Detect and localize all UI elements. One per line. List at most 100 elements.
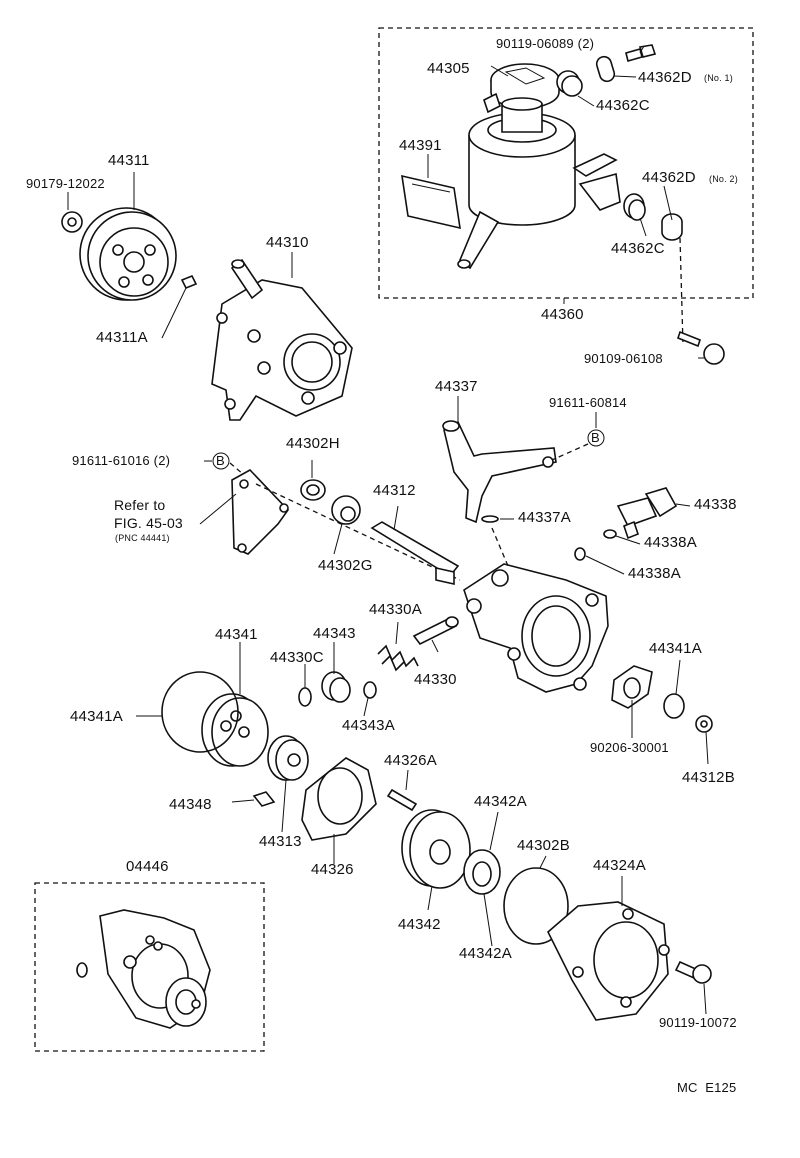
vane — [252, 791, 276, 807]
spring-44330a — [377, 644, 419, 672]
label-44302g: 44302G — [318, 557, 373, 574]
refer-to-text: Refer to — [114, 497, 166, 513]
label-44338: 44338 — [694, 496, 737, 513]
label-44330a: 44330A — [369, 601, 422, 618]
bolt-90119-10072 — [674, 960, 712, 984]
bearing-44302g — [331, 495, 361, 525]
pulley — [79, 207, 177, 301]
bolt-90119-06089 — [625, 44, 657, 62]
grommet-44362d-no2 — [661, 213, 683, 241]
woodruff-key — [180, 274, 198, 290]
pump-assembly — [211, 258, 353, 421]
label-44341a-left: 44341A — [70, 708, 123, 725]
label-44342a-upper: 44342A — [474, 793, 527, 810]
reservoir-body — [457, 92, 621, 270]
mark-b-left — [212, 452, 230, 470]
gasket-kit-parts — [76, 909, 211, 1029]
label-44324a: 44324A — [593, 857, 646, 874]
label-44342: 44342 — [398, 916, 441, 933]
shaft — [370, 521, 460, 585]
bracket — [231, 468, 290, 555]
label-44312b: 44312B — [682, 769, 735, 786]
mark-b-right-text: B — [591, 430, 600, 445]
label-44391: 44391 — [399, 137, 442, 154]
rotor-plate-44341 — [201, 693, 269, 767]
label-44341: 44341 — [215, 626, 258, 643]
mark-b-left-text: B — [216, 453, 225, 468]
label-44312: 44312 — [373, 482, 416, 499]
nut-44312b — [695, 715, 713, 733]
label-44362c-upper: 44362C — [596, 97, 650, 114]
refer-fig-text: FIG. 45-03 — [114, 515, 183, 531]
oring-44338a-upper — [603, 529, 617, 539]
label-44362c-lower: 44362C — [611, 240, 665, 257]
bolt-90109-06108 — [677, 330, 725, 365]
plug-44343 — [321, 671, 351, 703]
grommet-44362d-no1 — [595, 55, 616, 83]
leader-lines — [67, 45, 709, 1015]
grommet-44362c-lower — [623, 193, 646, 221]
label-44362d-no1: 44362D — [638, 69, 692, 86]
cam-ring — [301, 757, 377, 841]
label-44343a: 44343A — [342, 717, 395, 734]
label-90119-06089: 90119-06089 (2) — [496, 36, 595, 51]
label-44362d-no1-note: (No. 1) — [704, 73, 733, 83]
snap-ring-44330c — [298, 687, 312, 707]
seal-90206-30001 — [611, 665, 653, 709]
pulley-nut — [61, 211, 83, 233]
reservoir-kit-box — [378, 27, 754, 299]
rear-housing — [547, 901, 670, 1021]
oring-44343a — [363, 681, 377, 699]
refer-pnc-text: (PNC 44441) — [115, 533, 170, 543]
label-44305: 44305 — [427, 60, 470, 77]
label-44302b: 44302B — [517, 837, 570, 854]
mark-b-right — [587, 429, 605, 447]
label-44337: 44337 — [435, 378, 478, 395]
grommet-44362c-upper — [556, 70, 583, 97]
oring-44338a-lower — [574, 547, 586, 561]
label-sticker — [401, 174, 461, 230]
label-44338a-lower: 44338A — [628, 565, 681, 582]
label-44341a-right: 44341A — [649, 640, 702, 657]
label-44313: 44313 — [259, 833, 302, 850]
label-44337a: 44337A — [518, 509, 571, 526]
flow-control-valve — [412, 616, 459, 646]
label-44362d-no2-note: (No. 2) — [709, 174, 738, 184]
oring-44341a-left — [161, 671, 239, 753]
union-bolt — [616, 487, 678, 540]
pipe-union — [442, 420, 557, 524]
pressure-plate — [401, 809, 471, 889]
label-90206-30001: 90206-30001 — [590, 740, 669, 755]
label-04446: 04446 — [126, 858, 169, 875]
label-90109-06108: 90109-06108 — [584, 351, 663, 366]
label-44360: 44360 — [541, 306, 584, 323]
label-44311a: 44311A — [96, 329, 148, 346]
oring-44302b — [503, 867, 569, 945]
label-44330c: 44330C — [270, 649, 324, 666]
oring-44341a-right — [663, 693, 685, 719]
label-44348: 44348 — [169, 796, 212, 813]
label-44310: 44310 — [266, 234, 309, 251]
oil-seal-44302h — [300, 479, 326, 501]
label-44326a: 44326A — [384, 752, 437, 769]
gasket-44337a — [481, 515, 499, 523]
pin — [386, 788, 418, 812]
pump-housing — [463, 563, 609, 693]
rotor-44313 — [267, 735, 309, 781]
label-91611-60814: 91611-60814 — [549, 395, 627, 410]
label-44330: 44330 — [414, 671, 457, 688]
illustration-code: MC E125 — [677, 1080, 737, 1095]
label-44362d-no2: 44362D — [642, 169, 696, 186]
label-44311: 44311 — [108, 152, 150, 169]
label-44342a-lower: 44342A — [459, 945, 512, 962]
label-44338a-upper: 44338A — [644, 534, 697, 551]
label-90179-12022: 90179-12022 — [26, 176, 105, 191]
label-90119-10072: 90119-10072 — [659, 1015, 737, 1030]
label-44302h: 44302H — [286, 435, 340, 452]
label-91611-61016: 91611-61016 (2) — [72, 453, 171, 468]
washer-44342a-inner — [472, 861, 492, 887]
label-44343: 44343 — [313, 625, 356, 642]
label-44326: 44326 — [311, 861, 354, 878]
